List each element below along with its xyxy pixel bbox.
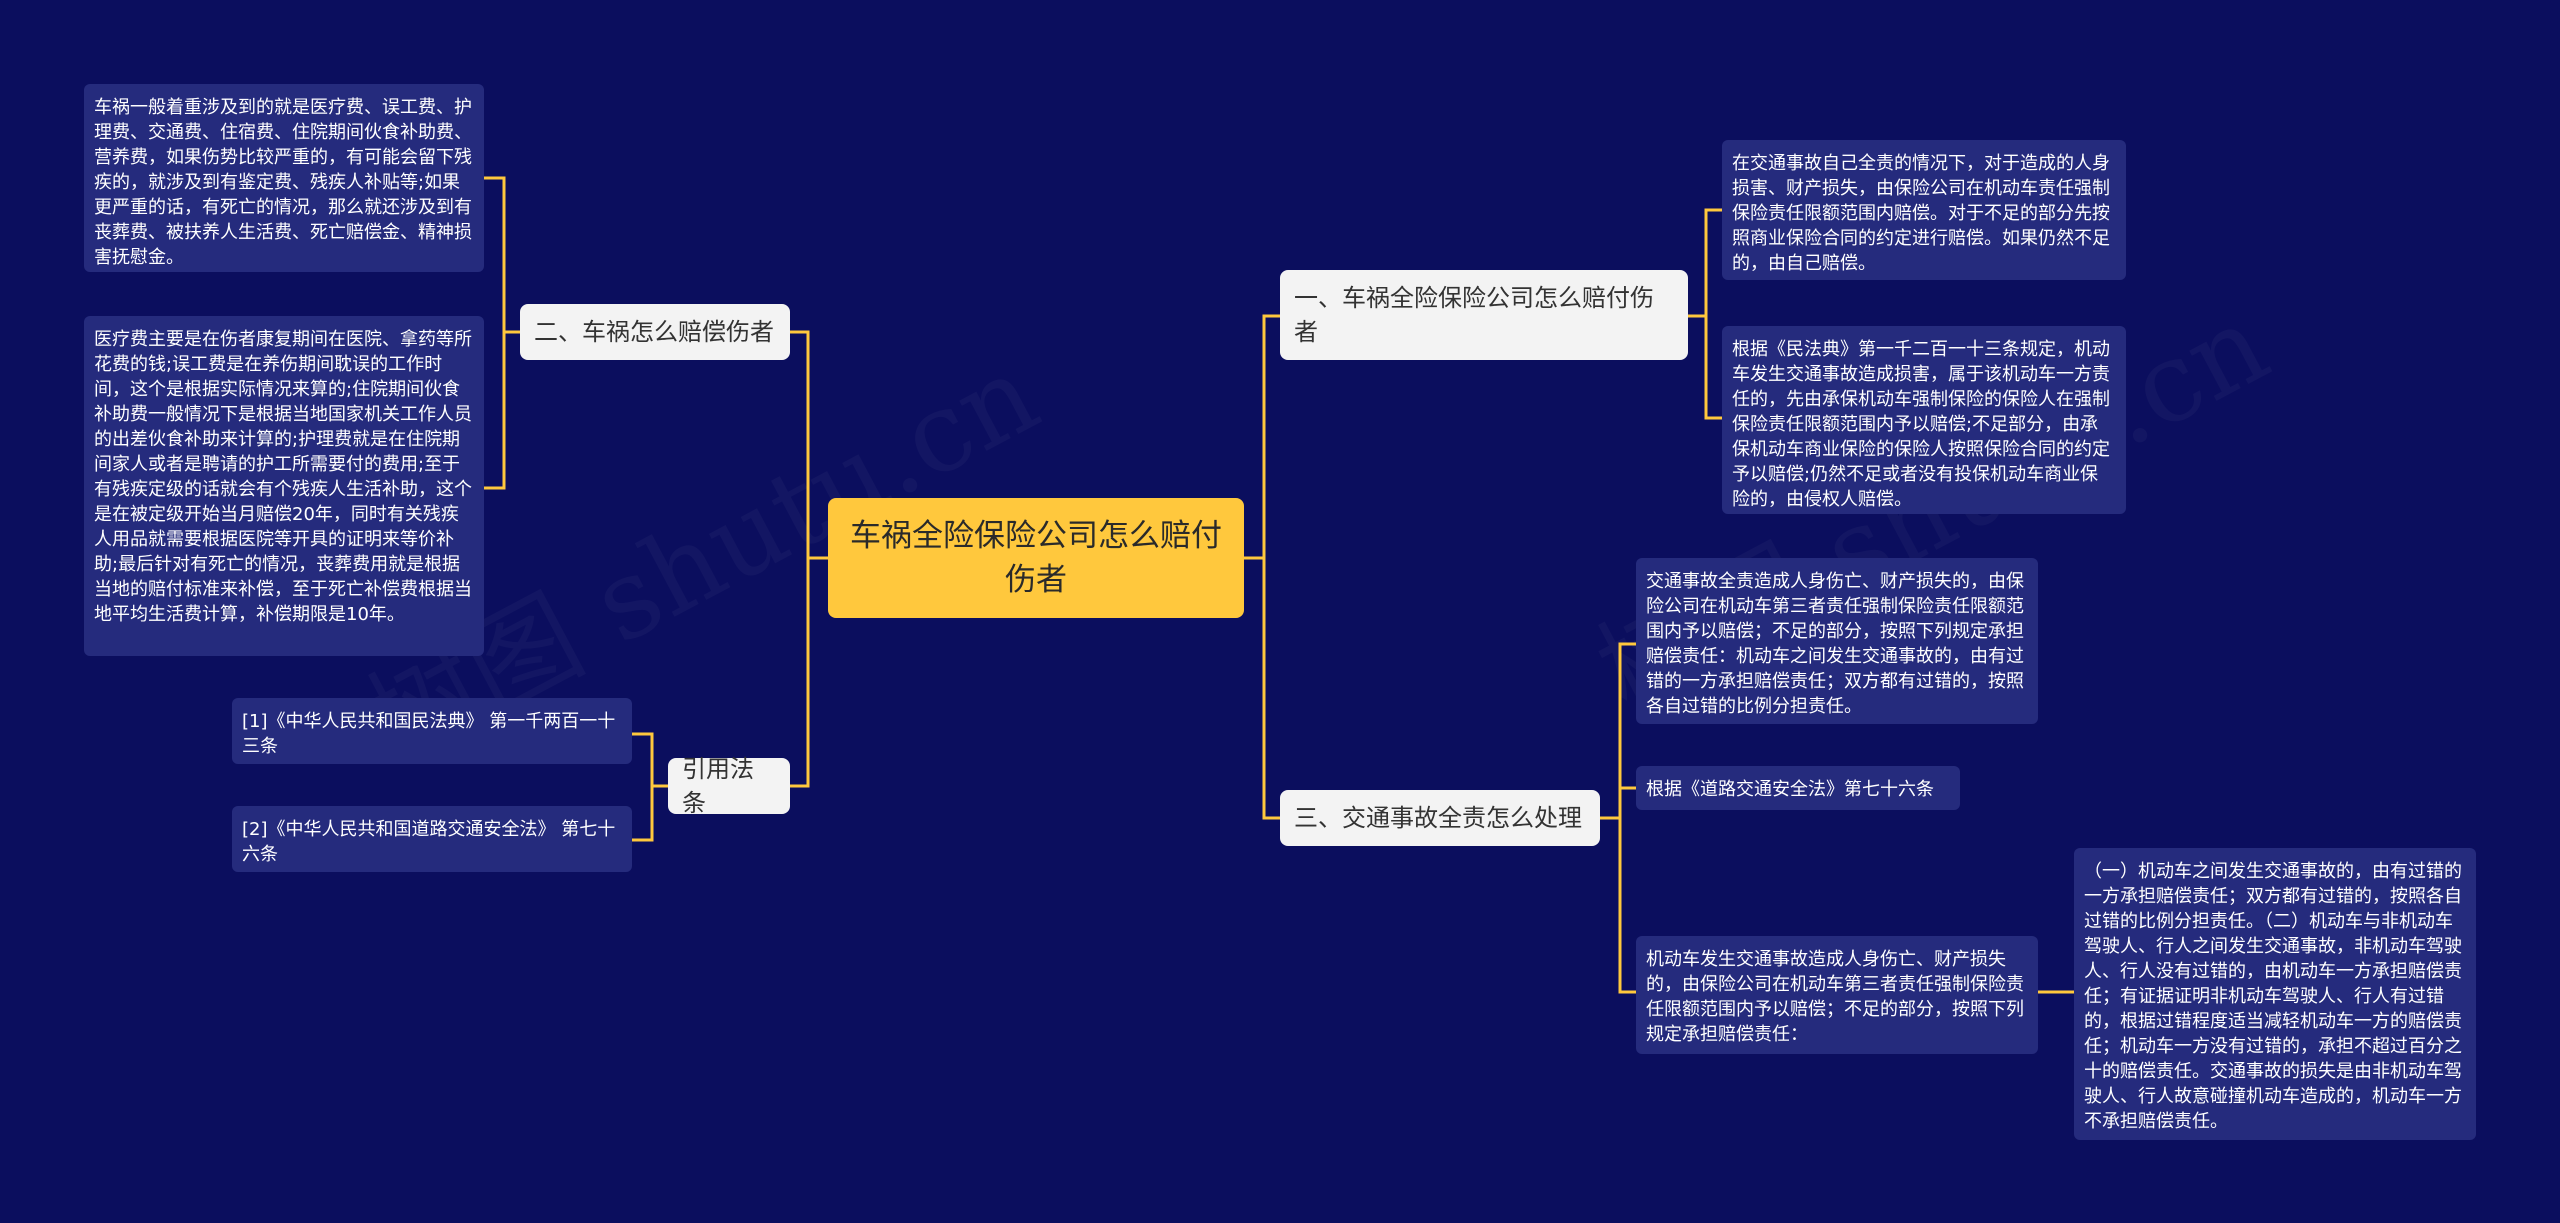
leaf-claims-details: 医疗费主要是在伤者康复期间在医院、拿药等所花费的钱;误工费是在养伤期间耽误的工作… bbox=[84, 316, 484, 656]
leaf-liability-rules-detail-text: （一）机动车之间发生交通事故的，由有过错的一方承担赔偿责任；双方都有过错的，按照… bbox=[2084, 861, 2462, 1132]
leaf-claims-items: 车祸一般着重涉及到的就是医疗费、误工费、护理费、交通费、住宿费、住院期间伙食补助… bbox=[84, 84, 484, 272]
branch-laws-label: 引用法条 bbox=[682, 755, 754, 817]
leaf-liability-overview: 交通事故全责造成人身伤亡、财产损失的，由保险公司在机动车第三者责任强制保险责任限… bbox=[1636, 558, 2038, 724]
leaf-liability-rules-text: 机动车发生交通事故造成人身伤亡、财产损失的，由保险公司在机动车第三者责任强制保险… bbox=[1646, 949, 2024, 1045]
branch-claims[interactable]: 二、车祸怎么赔偿伤者 bbox=[520, 304, 790, 360]
leaf-claims-details-text: 医疗费主要是在伤者康复期间在医院、拿药等所花费的钱;误工费是在养伤期间耽误的工作… bbox=[94, 329, 472, 625]
leaf-liability-law-ref: 根据《道路交通安全法》第七十六条 bbox=[1636, 766, 1960, 810]
branch-insurance[interactable]: 一、车祸全险保险公司怎么赔付伤者 bbox=[1280, 270, 1688, 360]
connector-branch-claims bbox=[482, 176, 522, 490]
root-topic[interactable]: 车祸全险保险公司怎么赔付伤者 bbox=[828, 498, 1244, 618]
leaf-liability-rules-detail: （一）机动车之间发生交通事故的，由有过错的一方承担赔偿责任；双方都有过错的，按照… bbox=[2074, 848, 2476, 1140]
connector-branch-laws bbox=[630, 732, 670, 842]
connector-branch-full-liability bbox=[1598, 642, 1638, 994]
root-topic-label: 车祸全险保险公司怎么赔付伤者 bbox=[850, 518, 1222, 598]
connector-root-left bbox=[788, 330, 830, 788]
connector-branch-insurance bbox=[1686, 208, 1724, 420]
leaf-law-traffic-text: [2]《中华人民共和国道路交通安全法》 第七十六条 bbox=[242, 819, 616, 865]
branch-laws[interactable]: 引用法条 bbox=[668, 755, 790, 817]
branch-full-liability[interactable]: 三、交通事故全责怎么处理 bbox=[1280, 790, 1600, 846]
leaf-claims-items-text: 车祸一般着重涉及到的就是医疗费、误工费、护理费、交通费、住宿费、住院期间伙食补助… bbox=[94, 97, 472, 268]
leaf-law-civil-code: [1]《中华人民共和国民法典》 第一千两百一十三条 bbox=[232, 698, 632, 764]
leaf-law-civil-code-text: [1]《中华人民共和国民法典》 第一千两百一十三条 bbox=[242, 711, 616, 757]
leaf-liability-rules: 机动车发生交通事故造成人身伤亡、财产损失的，由保险公司在机动车第三者责任强制保险… bbox=[1636, 936, 2038, 1054]
leaf-law-traffic: [2]《中华人民共和国道路交通安全法》 第七十六条 bbox=[232, 806, 632, 872]
leaf-insurance-full-fault-text: 在交通事故自己全责的情况下，对于造成的人身损害、财产损失，由保险公司在机动车责任… bbox=[1732, 153, 2110, 274]
leaf-insurance-civil-code-text: 根据《民法典》第一千二百一十三条规定，机动车发生交通事故造成损害，属于该机动车一… bbox=[1732, 339, 2110, 510]
leaf-liability-overview-text: 交通事故全责造成人身伤亡、财产损失的，由保险公司在机动车第三者责任强制保险责任限… bbox=[1646, 571, 2024, 717]
branch-insurance-label: 一、车祸全险保险公司怎么赔付伤者 bbox=[1294, 284, 1654, 346]
leaf-insurance-full-fault: 在交通事故自己全责的情况下，对于造成的人身损害、财产损失，由保险公司在机动车责任… bbox=[1722, 140, 2126, 280]
leaf-insurance-civil-code: 根据《民法典》第一千二百一十三条规定，机动车发生交通事故造成损害，属于该机动车一… bbox=[1722, 326, 2126, 514]
branch-full-liability-label: 三、交通事故全责怎么处理 bbox=[1294, 804, 1582, 832]
connector-root-right bbox=[1242, 314, 1282, 820]
branch-claims-label: 二、车祸怎么赔偿伤者 bbox=[534, 318, 774, 346]
leaf-liability-law-ref-text: 根据《道路交通安全法》第七十六条 bbox=[1646, 779, 1934, 800]
